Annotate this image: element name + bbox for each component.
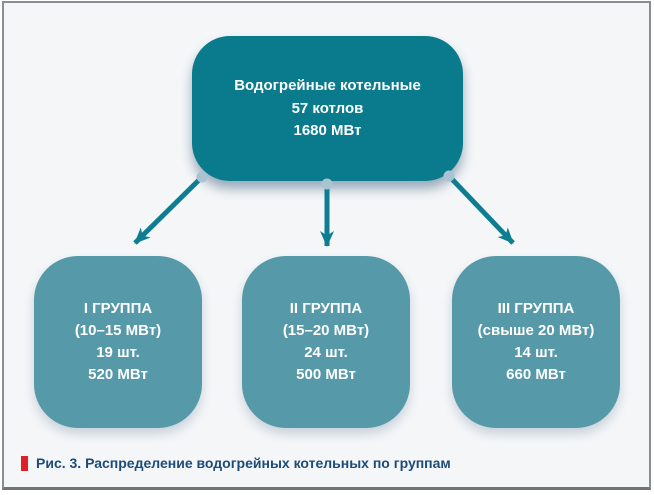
root-node-power: 1680 МВт <box>293 122 362 139</box>
root-node-count: 57 котлов <box>291 99 364 117</box>
group-3-range: (свыше 20 МВт) <box>477 322 595 339</box>
group-2-title: II ГРУППА <box>289 300 363 317</box>
figure-caption-row: Рис. 3. Распределение водогрейных котель… <box>21 455 451 471</box>
group-1-node: I ГРУППА (10–15 МВт) 19 шт. 520 МВт <box>34 256 202 428</box>
group-3-count: 14 шт. <box>514 344 558 361</box>
group-1-power: 520 МВт <box>88 366 148 383</box>
caption-red-marker <box>21 455 28 471</box>
root-node-title: Водогрейные котельные <box>234 77 421 94</box>
group-1-title: I ГРУППА <box>83 300 153 317</box>
group-2-count: 24 шт. <box>304 344 348 361</box>
group-2-power: 500 МВт <box>296 366 356 383</box>
group-3-node: III ГРУППА (свыше 20 МВт) 14 шт. 660 МВт <box>452 256 620 428</box>
figure-caption: Рис. 3. Распределение водогрейных котель… <box>36 455 451 471</box>
group-2-range: (15–20 МВт) <box>282 322 370 339</box>
root-node: Водогрейные котельные 57 котлов 1680 МВт <box>192 36 463 181</box>
group-2-node: II ГРУППА (15–20 МВт) 24 шт. 500 МВт <box>242 256 410 428</box>
group-1-count: 19 шт. <box>96 344 140 361</box>
group-3-title: III ГРУППА <box>497 300 575 317</box>
group-3-power: 660 МВт <box>506 366 566 383</box>
group-1-range: (10–15 МВт) <box>74 322 162 339</box>
